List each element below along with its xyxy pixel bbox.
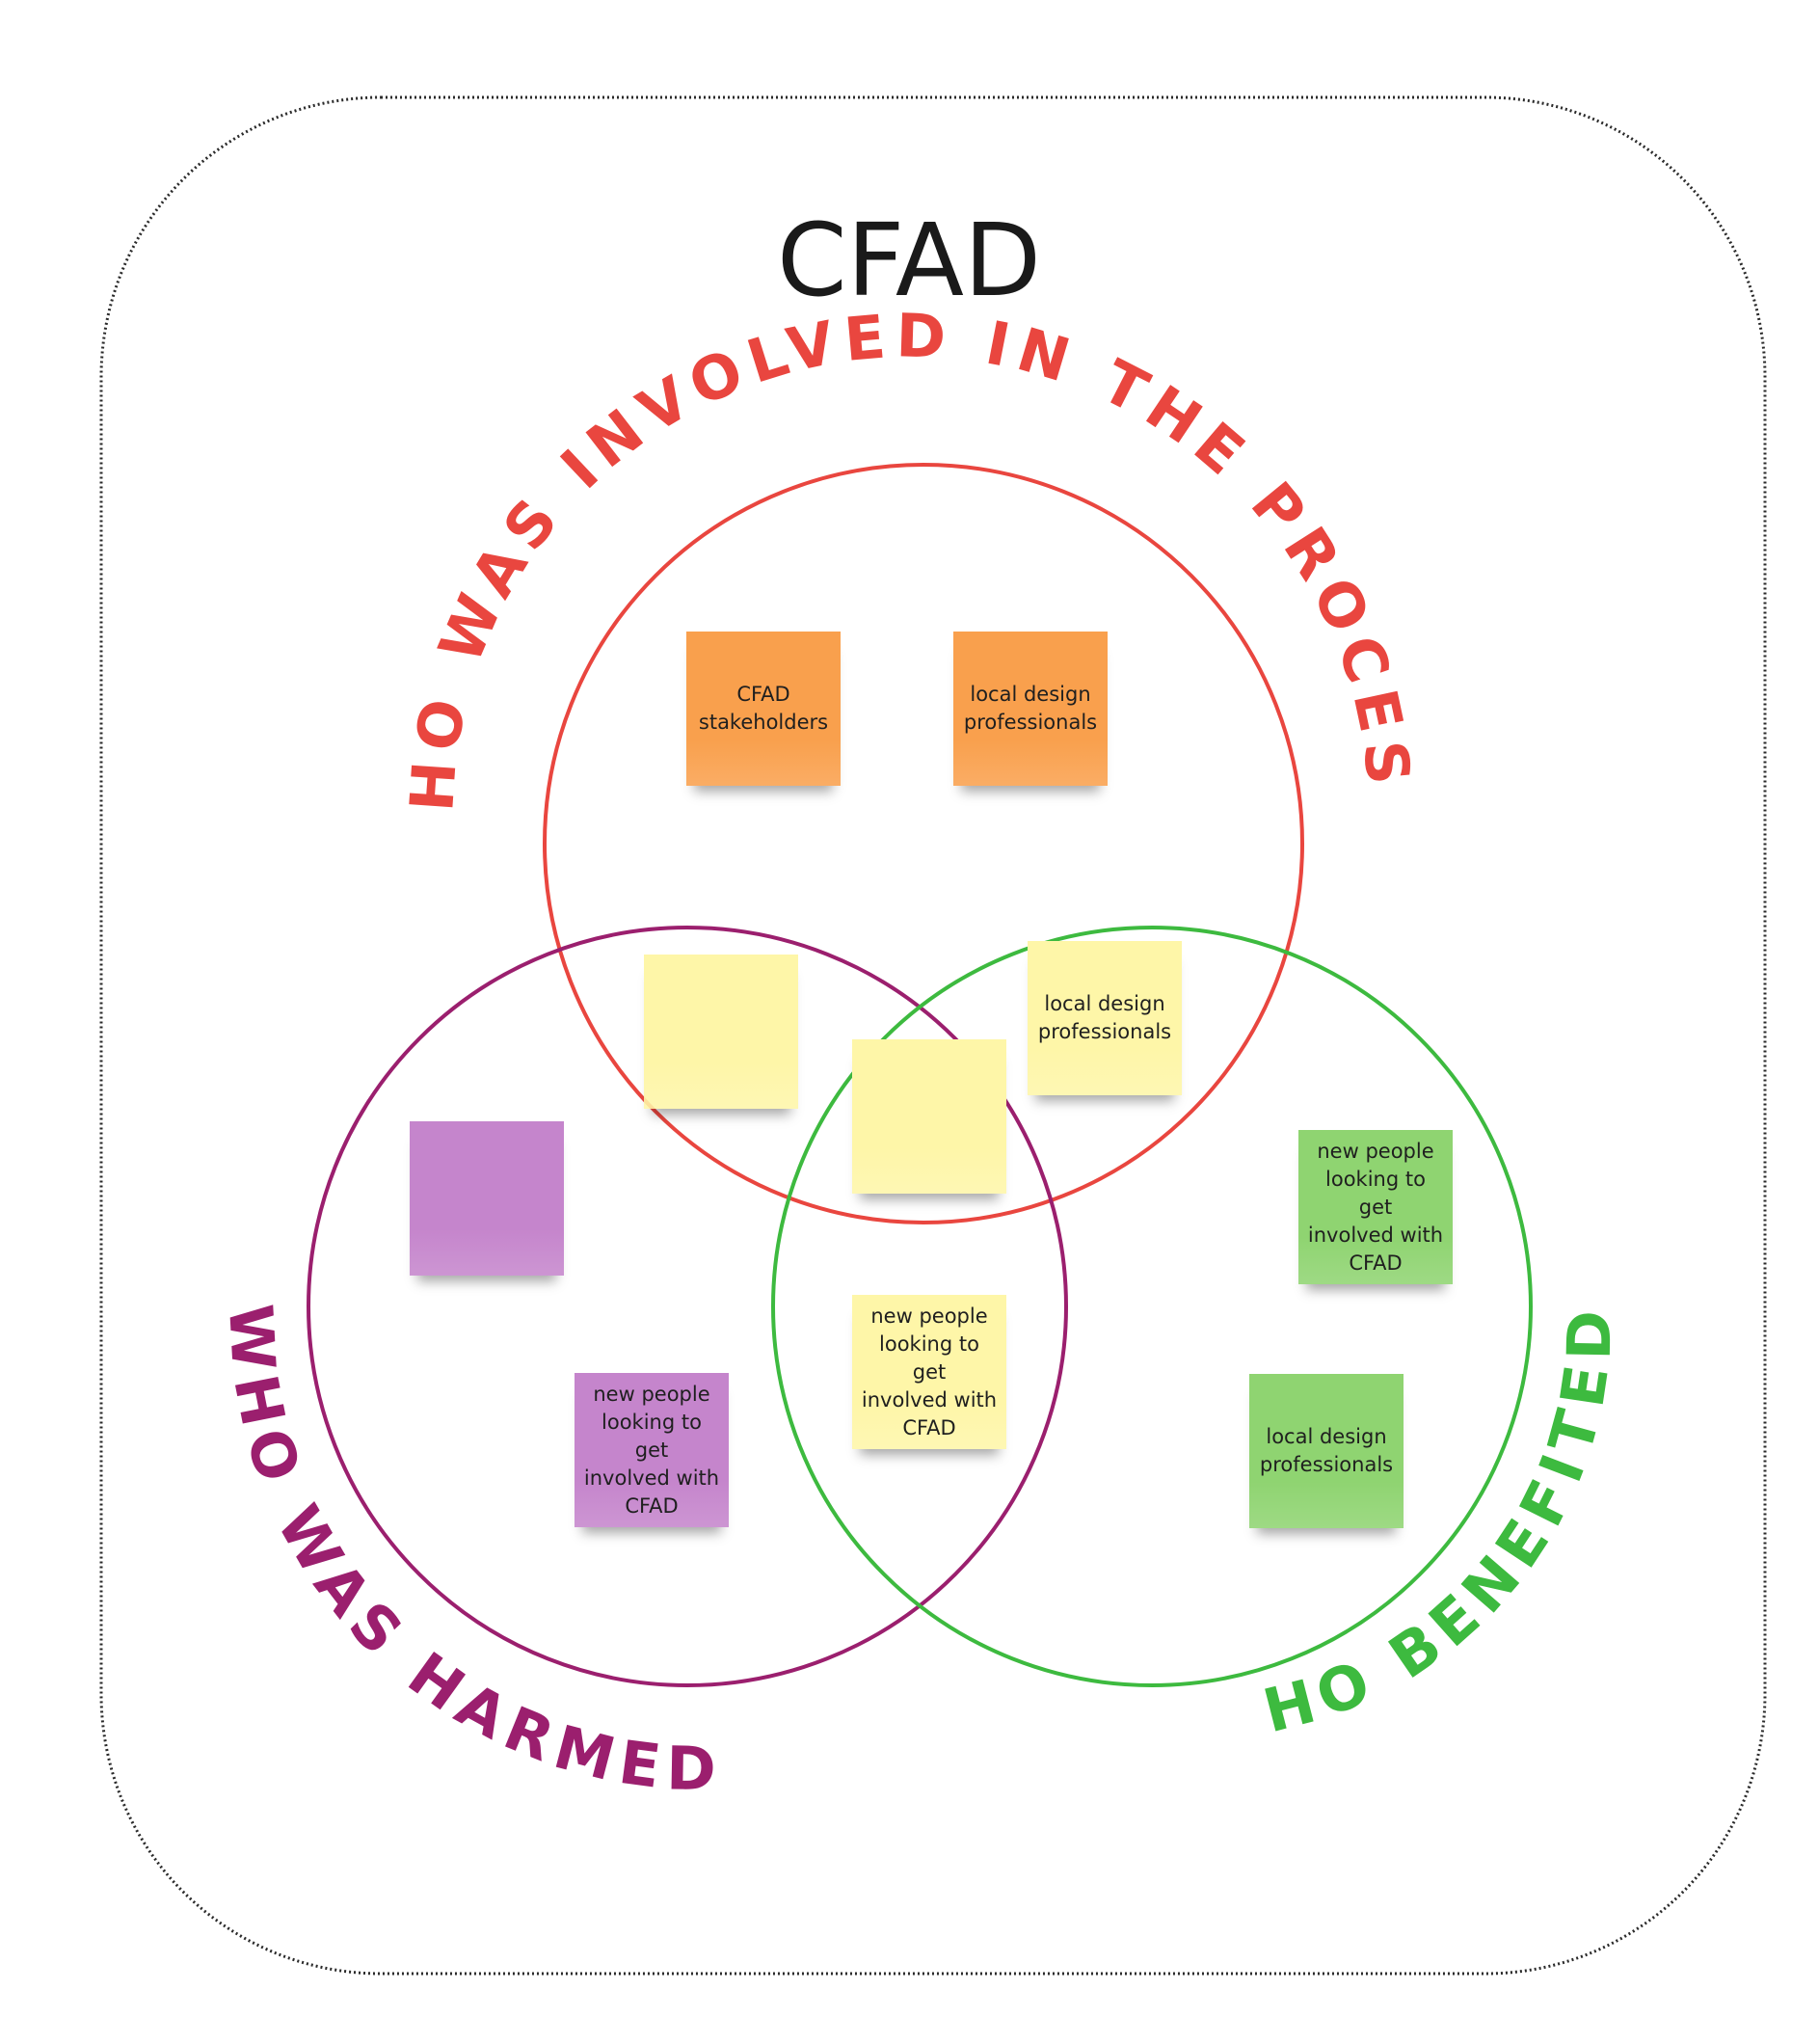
harmed-circle — [307, 926, 1068, 1687]
note-involved-cfad-stakeholders[interactable]: CFAD stakeholders — [686, 632, 841, 786]
note-center-blank[interactable] — [852, 1039, 1006, 1194]
sticky-note-text: new people looking to get involved with … — [583, 1382, 720, 1518]
note-harmed-benefited-new-people[interactable]: new people looking to get involved with … — [852, 1295, 1006, 1449]
involved-circle — [543, 463, 1304, 1224]
note-benefited-local-design-professionals[interactable]: local design professionals — [1249, 1374, 1404, 1528]
sticky-note-text: new people looking to get involved with … — [861, 1304, 998, 1439]
sticky-note-text: CFAD stakeholders — [698, 683, 829, 734]
note-harmed-blank[interactable] — [410, 1121, 564, 1276]
board-title: CFAD — [776, 202, 1042, 319]
board-frame — [99, 95, 1767, 1976]
sticky-note-text: new people looking to get involved with … — [1307, 1139, 1444, 1275]
note-benefited-new-people[interactable]: new people looking to get involved with … — [1298, 1130, 1453, 1284]
sticky-note-text: local design professionals — [1259, 1425, 1394, 1476]
note-involved-harmed-blank[interactable] — [644, 955, 798, 1109]
benefited-circle — [771, 926, 1533, 1687]
sticky-note-text: local design professionals — [963, 683, 1098, 734]
sticky-note-text: local design professionals — [1037, 992, 1172, 1043]
note-harmed-new-people[interactable]: new people looking to get involved with … — [575, 1373, 729, 1527]
note-involved-local-design-professionals[interactable]: local design professionals — [953, 632, 1108, 786]
note-involved-benefited-local-design-professionals[interactable]: local design professionals — [1028, 941, 1182, 1095]
